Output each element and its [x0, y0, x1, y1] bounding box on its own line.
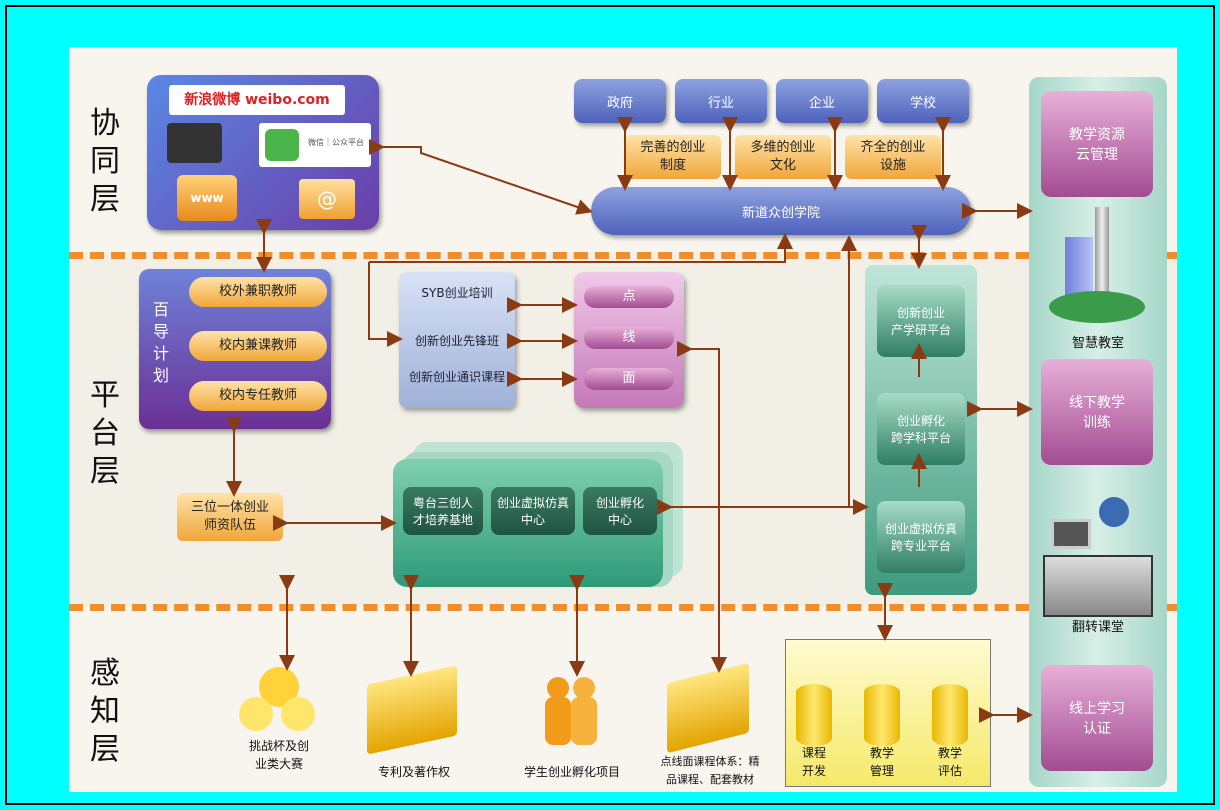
- teaching-evaluation-label: 教学 评估: [937, 746, 962, 778]
- person-head: [573, 677, 595, 699]
- right-column: 教学资源 云管理 智慧教室 线下教学 训练 翻转课堂 线上学习 认证: [1029, 77, 1167, 787]
- teacher-team-label: 三位一体创业 师资队伍: [190, 500, 269, 533]
- gear-shape: [239, 697, 273, 731]
- people-icon: [545, 677, 597, 747]
- person-head: [547, 677, 569, 699]
- base-incubator: 创业孵化 中心: [583, 487, 657, 535]
- course-development-label: 课程 开发: [801, 746, 826, 778]
- cloud-management-label: 教学资源 云管理: [1069, 127, 1125, 163]
- node-school-label: 学校: [909, 95, 936, 111]
- baidao-label: 百 导 计 划: [152, 300, 169, 385]
- layer-label-perception: 感 知 层: [90, 656, 120, 767]
- teacher-external: 校外兼职教师: [189, 277, 327, 307]
- academy-label: 新道众创学院: [741, 205, 820, 221]
- layer-label-platform: 平 台 层: [90, 378, 120, 489]
- cylinder-icon: [796, 684, 832, 746]
- teacher-parttime-label: 校内兼课教师: [218, 338, 297, 353]
- fax-icon: [167, 123, 222, 163]
- divider-top: [69, 252, 1177, 259]
- platform-virtual-label: 创业虚拟仿真 跨专业平台: [884, 522, 957, 553]
- wechat-label: 微信｜公众平台: [308, 138, 364, 147]
- base-yuetai: 粤台三创人 才培养基地: [403, 487, 483, 535]
- patent-label: 专利及著作权: [377, 765, 450, 779]
- teacher-external-label: 校外兼职教师: [218, 284, 297, 299]
- base-incubator-label: 创业孵化 中心: [595, 496, 644, 527]
- course-pioneer: 创新创业先锋班: [414, 334, 499, 348]
- wechat-panel: 微信｜公众平台: [259, 123, 371, 167]
- node-industry-label: 行业: [707, 95, 734, 111]
- offline-training: 线下教学 训练: [1041, 359, 1153, 465]
- online-certification-label: 线上学习 认证: [1069, 701, 1125, 737]
- facility-box: 齐全的创业 设施: [845, 135, 941, 179]
- system-label: 完善的创业 制度: [640, 140, 706, 173]
- facility-label: 齐全的创业 设施: [860, 140, 926, 173]
- grass-shape: [1049, 291, 1145, 323]
- culture-label: 多维的创业 文化: [750, 140, 816, 173]
- divider-bottom: [69, 604, 1177, 611]
- course-system-label: 点线面课程体系：精 品课程、配套教材: [660, 755, 760, 786]
- node-point: 点: [584, 286, 674, 308]
- academy-node: 新道众创学院: [591, 187, 971, 235]
- point-line-surface-box: 点 线 面: [574, 272, 684, 408]
- base-virtual-label: 创业虚拟仿真 中心: [496, 496, 569, 527]
- teacher-parttime: 校内兼课教师: [189, 331, 327, 361]
- outer-frame: 协 同 层 平 台 层 感 知 层 新浪微博 weibo.com 微信｜公众平台…: [5, 5, 1215, 805]
- smart-classroom-icon: [1049, 207, 1145, 327]
- trophy-gear-icon: [239, 667, 319, 731]
- node-enterprise-label: 企业: [808, 95, 835, 111]
- person-body: [545, 697, 571, 745]
- tower-shape: [1095, 207, 1109, 307]
- node-industry: 行业: [675, 79, 767, 123]
- course-syb: SYB创业培训: [421, 286, 493, 300]
- gear-shape: [281, 697, 315, 731]
- platform-virtual: 创业虚拟仿真 跨专业平台: [877, 501, 965, 573]
- media-channels-box: 新浪微博 weibo.com 微信｜公众平台 www @: [147, 75, 379, 230]
- person-head: [1099, 497, 1129, 527]
- culture-box: 多维的创业 文化: [735, 135, 831, 179]
- course-box: SYB创业培训 创新创业先锋班 创新创业通识课程: [399, 272, 515, 408]
- layer-label-collab: 协 同 层: [90, 106, 120, 217]
- smart-classroom-label: 智慧教室: [1071, 336, 1124, 351]
- node-gov-label: 政府: [606, 95, 633, 111]
- node-line: 线: [584, 327, 674, 349]
- cylinder-icon: [932, 684, 968, 746]
- system-box: 完善的创业 制度: [625, 135, 721, 179]
- diagram-canvas: 协 同 层 平 台 层 感 知 层 新浪微博 weibo.com 微信｜公众平台…: [69, 47, 1177, 792]
- teacher-fulltime-label: 校内专任教师: [218, 388, 297, 403]
- connector-arrows: [226, 117, 1033, 723]
- platform-incubation-label: 创业孵化 跨学科平台: [890, 414, 951, 445]
- weibo-logo: 新浪微博 weibo.com: [169, 85, 345, 115]
- teacher-plan-box: 百 导 计 划 校外兼职教师 校内兼课教师 校内专任教师: [139, 269, 331, 429]
- base-virtual: 创业虚拟仿真 中心: [491, 487, 575, 535]
- monitor-shape: [1051, 519, 1091, 549]
- course-general: 创新创业通识课程: [408, 370, 505, 384]
- node-gov: 政府: [574, 79, 666, 123]
- base-yuetai-label: 粤台三创人 才培养基地: [412, 496, 473, 527]
- online-certification: 线上学习 认证: [1041, 665, 1153, 771]
- node-enterprise: 企业: [776, 79, 868, 123]
- base-stack-front: 粤台三创人 才培养基地 创业虚拟仿真 中心 创业孵化 中心: [393, 459, 663, 587]
- cylinder-icon: [864, 684, 900, 746]
- teacher-team: 三位一体创业 师资队伍: [177, 493, 283, 541]
- cloud-management: 教学资源 云管理: [1041, 91, 1153, 197]
- node-school: 学校: [877, 79, 969, 123]
- flipped-classroom-icon: [1043, 497, 1153, 617]
- email-icon: @: [299, 179, 355, 219]
- www-icon: www: [177, 175, 237, 221]
- incubation-project-label: 学生创业孵化项目: [523, 765, 620, 779]
- flipped-classroom-label: 翻转课堂: [1071, 620, 1124, 635]
- research-platform-column: 创新创业 产学研平台 创业孵化 跨学科平台 创业虚拟仿真 跨专业平台: [865, 265, 977, 595]
- node-surface: 面: [584, 368, 674, 390]
- desk-shape: [1043, 555, 1153, 617]
- platform-research-label: 创新创业 产学研平台: [890, 306, 951, 337]
- person-body: [571, 697, 597, 745]
- offline-training-label: 线下教学 训练: [1069, 395, 1125, 431]
- teacher-fulltime: 校内专任教师: [189, 381, 327, 411]
- competition-label: 挑战杯及创 业类大赛: [248, 739, 309, 771]
- wechat-icon: [265, 129, 299, 161]
- teaching-process-box: 课程 开发 教学 管理 教学 评估: [785, 639, 991, 787]
- teaching-management-label: 教学 管理: [869, 746, 894, 778]
